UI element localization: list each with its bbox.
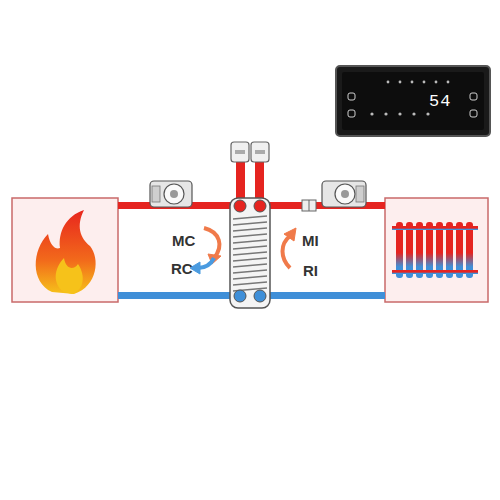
coil-stroke <box>233 216 267 219</box>
radiator-fin <box>446 222 453 278</box>
coil-stroke <box>233 264 267 267</box>
radiator-fin <box>416 222 423 278</box>
coil-stroke <box>233 234 267 237</box>
plate-heat-exchanger <box>230 142 270 308</box>
circuit-label: MC <box>172 233 195 248</box>
radiator-fin <box>396 222 403 278</box>
radiator-box <box>385 198 488 302</box>
pump <box>322 181 366 207</box>
control-display <box>336 66 490 136</box>
coil-stroke <box>233 246 267 249</box>
circuit-label: RC <box>171 261 193 276</box>
radiator-fin <box>406 222 413 278</box>
pump <box>150 181 192 207</box>
coil-stroke <box>233 270 267 273</box>
coil-stroke <box>233 228 267 231</box>
valve <box>302 200 316 211</box>
coil-stroke <box>233 258 267 261</box>
coil-stroke <box>233 252 267 255</box>
boiler-box <box>12 198 118 302</box>
radiator-fin <box>426 222 433 278</box>
display-reading: 54 <box>429 93 451 110</box>
radiator-header <box>392 270 478 274</box>
coil-stroke <box>233 282 267 285</box>
radiator-fin <box>456 222 463 278</box>
coil-stroke <box>233 240 267 243</box>
radiator-fin <box>436 222 443 278</box>
flow-arrow <box>190 228 296 274</box>
circuit-label: MI <box>302 233 319 248</box>
radiator-fin <box>466 222 473 278</box>
coil-stroke <box>233 276 267 279</box>
coil-stroke <box>233 222 267 225</box>
radiator-header <box>392 226 478 230</box>
circuit-label: RI <box>303 263 318 278</box>
